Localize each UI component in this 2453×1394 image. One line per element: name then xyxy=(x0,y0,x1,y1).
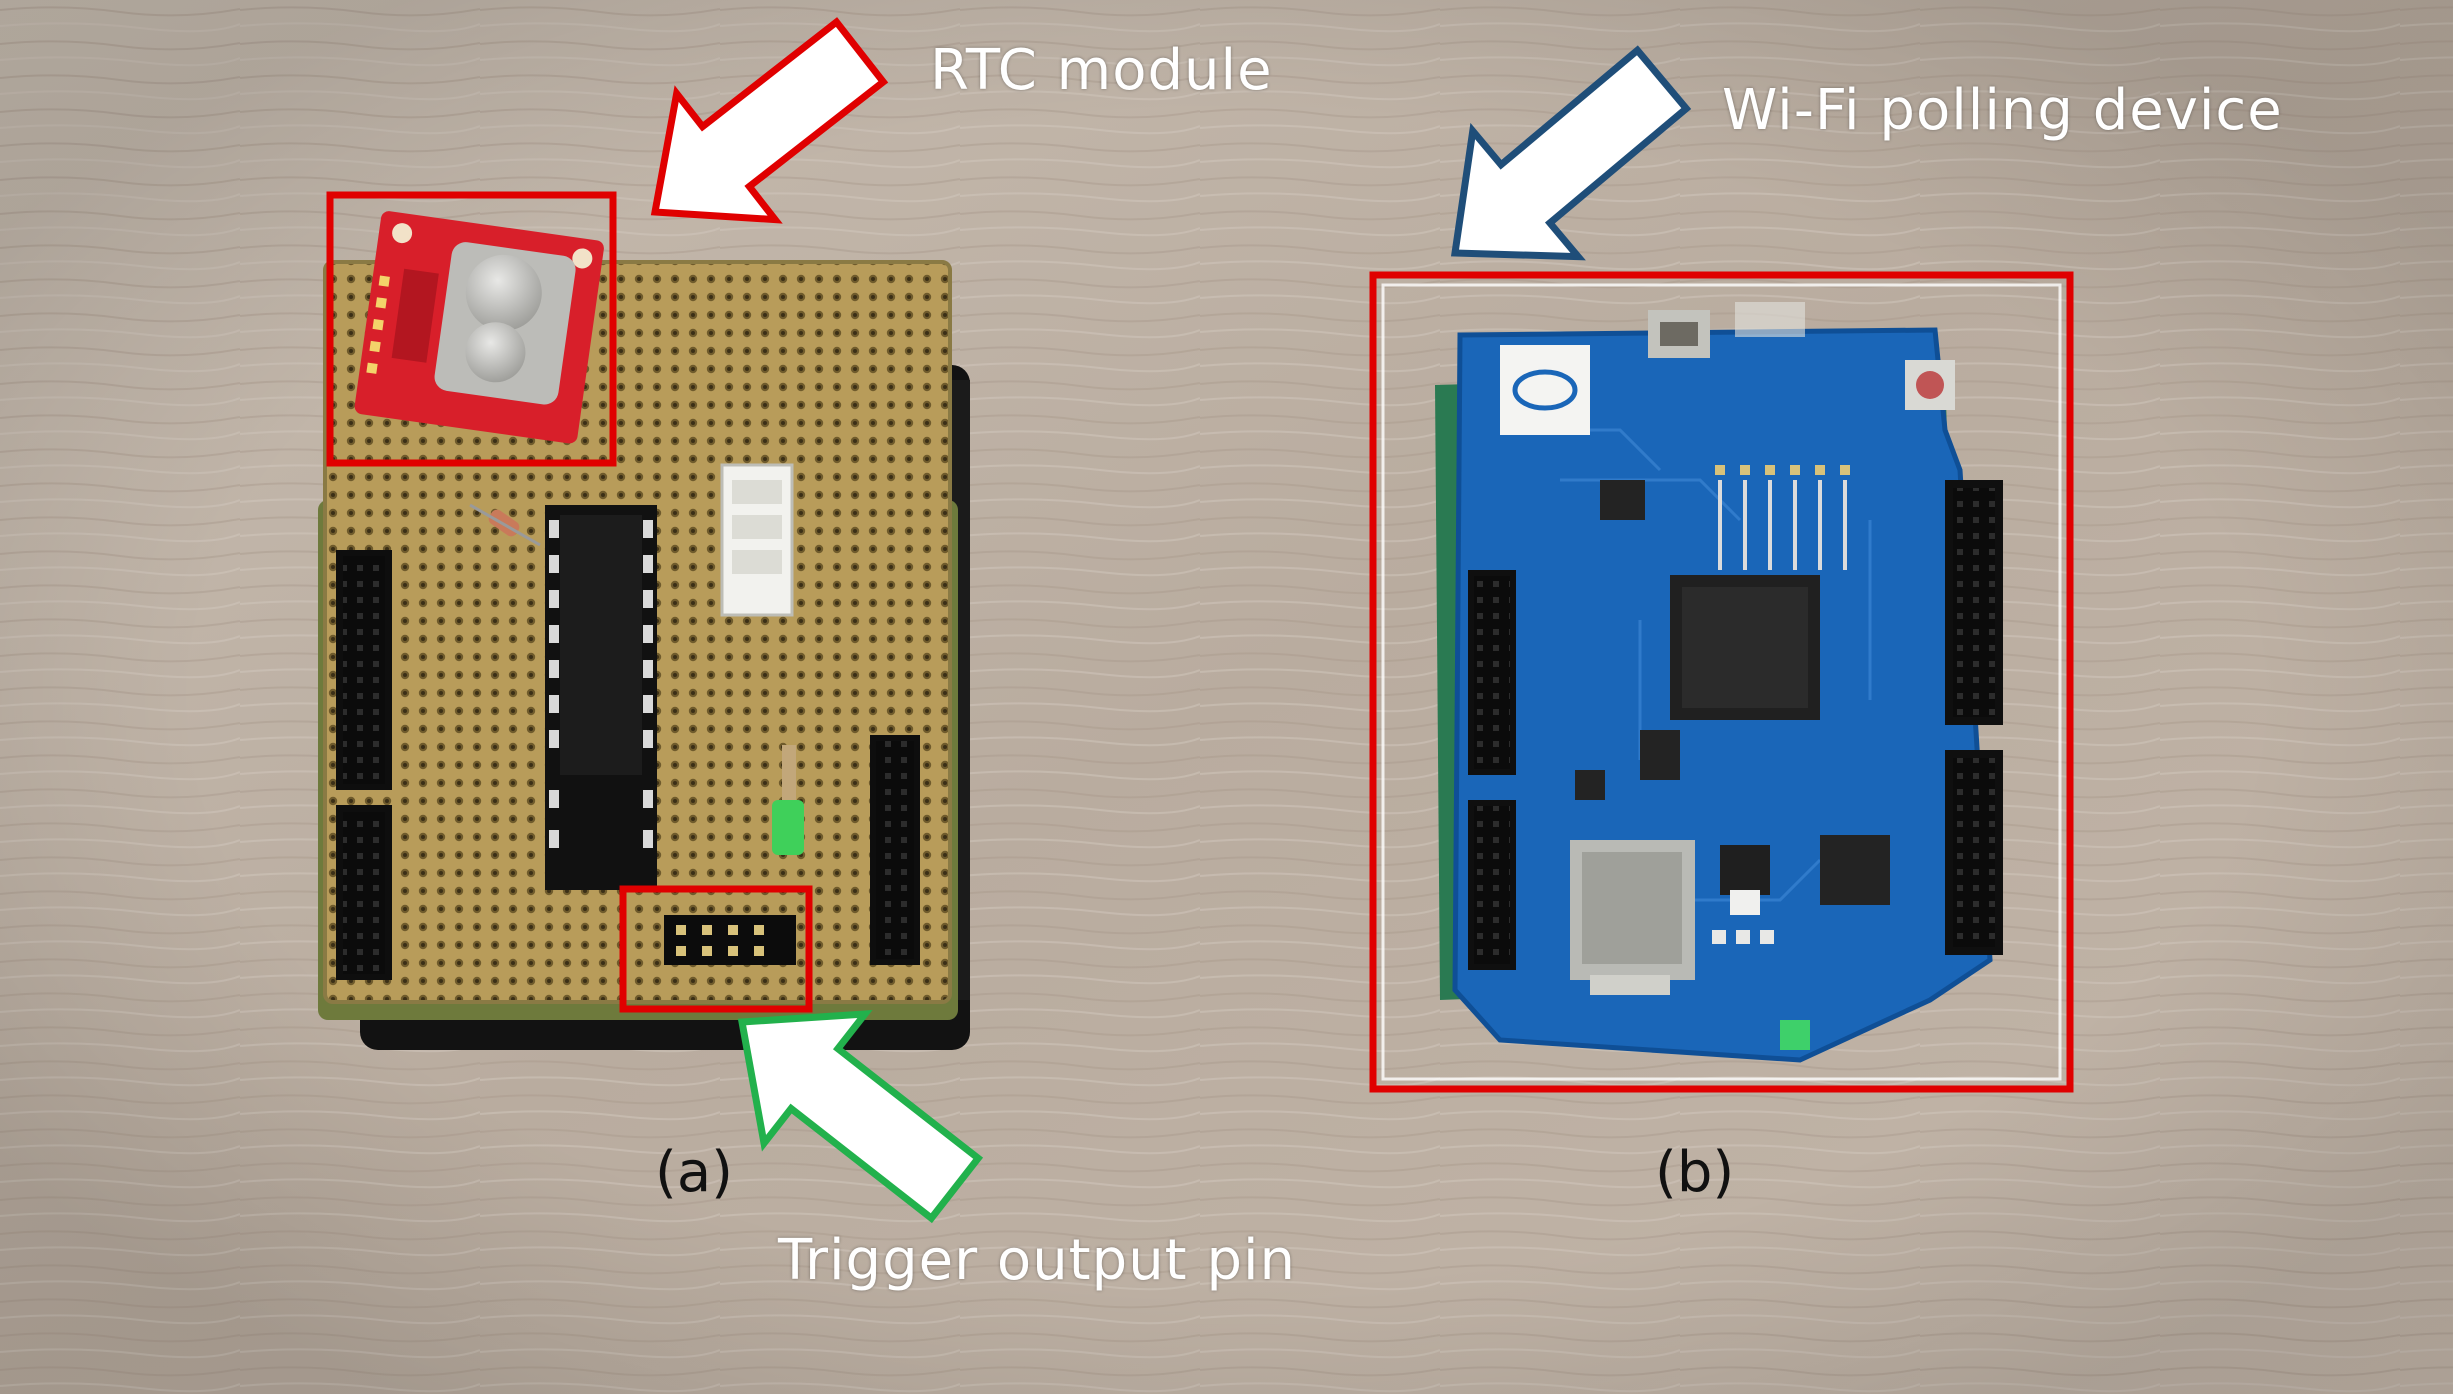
panel-label-b: (b) xyxy=(1655,1140,1735,1205)
device-a xyxy=(318,211,970,1050)
device-b xyxy=(1435,302,2003,1063)
trigger-arrow-icon xyxy=(737,1010,984,1224)
rtc-arrow-icon xyxy=(650,17,889,224)
wifi-arrow-icon xyxy=(1450,45,1692,261)
rtc-highlight-box xyxy=(326,191,617,467)
panel-label-a: (a) xyxy=(655,1140,734,1205)
trigger-output-pin-label: Trigger output pin xyxy=(778,1228,1297,1293)
wifi-highlight-box xyxy=(1369,271,2074,1093)
rtc-module-label: RTC module xyxy=(930,38,1273,103)
wifi-polling-device-label: Wi-Fi polling device xyxy=(1722,78,2283,143)
trigger-highlight-box xyxy=(619,885,813,1013)
